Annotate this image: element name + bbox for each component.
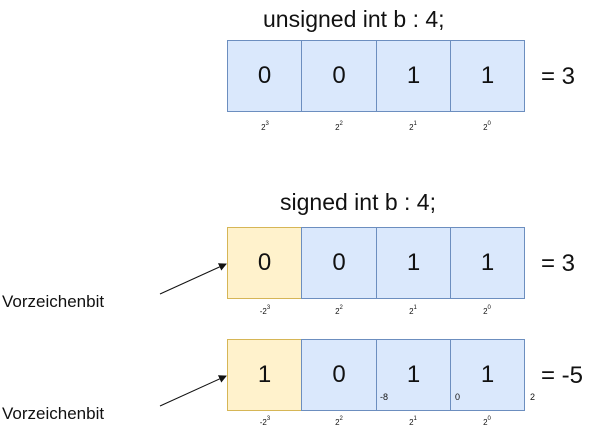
- unsigned-weight-2: 22: [335, 121, 343, 132]
- signed-row2-weight-3: -23: [259, 416, 271, 427]
- signed-row1-sign-label: Vorzeichenbit: [2, 292, 105, 311]
- unsigned-bit-1: 1: [376, 40, 451, 112]
- signed-row1-bit-0: 1: [450, 227, 525, 299]
- signed-row1-weight-1: 21: [409, 305, 417, 316]
- unsigned-weight-3: 23: [261, 121, 269, 132]
- signed-row2-sign-bit: 1: [227, 339, 302, 411]
- sign-arrow-row1: [159, 263, 227, 295]
- unsigned-bit-3: 0: [227, 40, 302, 112]
- signed-row2-sign-label: Vorzeichenbit: [2, 404, 105, 423]
- signed-row1-sign-bit: 0: [227, 227, 302, 299]
- signed-row2-bit-1: 1: [376, 339, 451, 411]
- unsigned-title: unsigned int b : 4;: [263, 6, 445, 32]
- signed-row1-weight-0: 20: [483, 305, 491, 316]
- signed-row2-bit-2: 0: [301, 339, 377, 411]
- signed-row2-annotation-a: -8: [380, 392, 389, 402]
- signed-row1-weight-3: -23: [259, 305, 271, 316]
- signed-row2-bit-0: 1: [450, 339, 525, 411]
- signed-row2-annotation-b: 0: [455, 392, 461, 402]
- signed-row2-weight-2: 22: [335, 416, 343, 427]
- unsigned-result: = 3: [541, 63, 576, 90]
- signed-row2-weight-1: 21: [409, 416, 417, 427]
- signed-title: signed int b : 4;: [280, 189, 436, 215]
- signed-row1-weight-2: 22: [335, 305, 343, 316]
- unsigned-bit-0: 1: [450, 40, 525, 112]
- signed-row2-weight-0: 20: [483, 416, 491, 427]
- signed-row1-bit-2: 0: [301, 227, 377, 299]
- unsigned-weight-1: 21: [409, 121, 417, 132]
- signed-row1-result: = 3: [541, 250, 576, 277]
- sign-arrow-row2: [159, 375, 227, 407]
- signed-row2-annotation-c: 2: [530, 392, 536, 402]
- signed-row1-bit-1: 1: [376, 227, 451, 299]
- signed-row2-result: = -5: [541, 362, 584, 389]
- unsigned-weight-0: 20: [483, 121, 491, 132]
